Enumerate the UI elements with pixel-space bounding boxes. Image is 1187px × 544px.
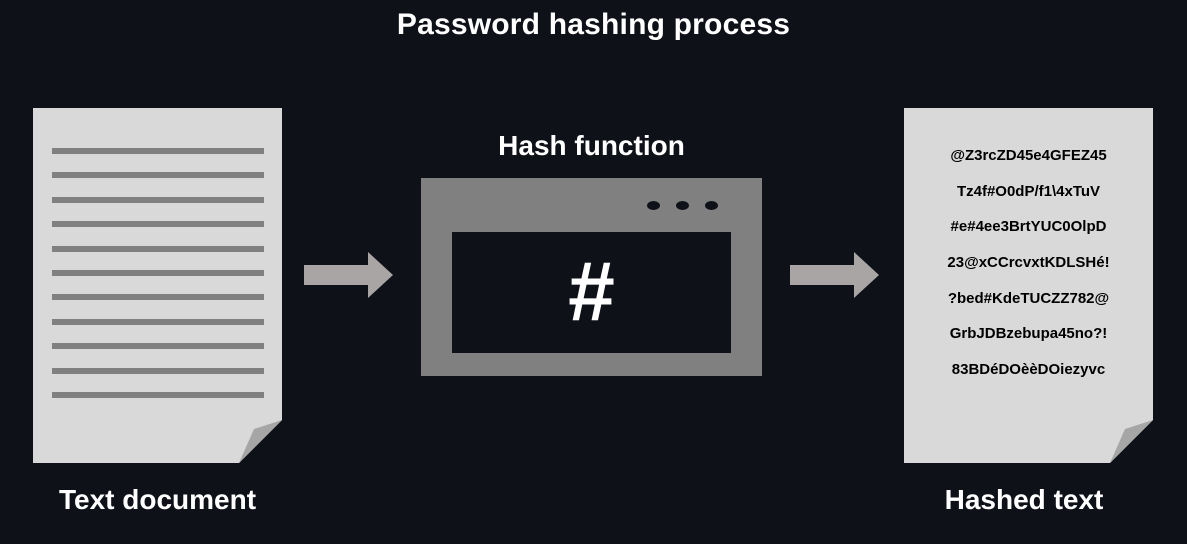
document-text-line xyxy=(52,391,264,398)
hashed-text-caption: Hashed text xyxy=(944,484,1104,515)
window-dot xyxy=(705,201,718,210)
hashed-text-line: 23@xCCrcvxtKDLSHé! xyxy=(947,254,1110,272)
document-text-line xyxy=(52,343,264,350)
hashed-text-line: #e#4ee3BrtYUC0OlpD xyxy=(950,218,1107,236)
hash-function-caption: Hash function xyxy=(498,130,685,161)
diagram-title: Password hashing process xyxy=(396,8,791,41)
window-dot xyxy=(647,201,660,210)
hash-function-screen: # xyxy=(452,232,731,353)
hashed-text-line: GrbJDBzebupa45no?! xyxy=(949,325,1108,343)
document-text-line xyxy=(52,294,264,301)
document-text-line xyxy=(52,318,264,325)
hashed-text-line: @Z3rcZD45e4GFEZ45 xyxy=(950,147,1107,164)
text-document-icon xyxy=(33,108,282,463)
hash-function-window: # xyxy=(421,178,762,376)
arrow-right-icon xyxy=(790,252,879,298)
hash-symbol-icon: # xyxy=(568,244,615,338)
document-text-line xyxy=(52,269,264,276)
document-text-line xyxy=(52,148,264,154)
hashed-text-line: Tz4f#O0dP/f1\4xTuV xyxy=(956,182,1101,200)
hashed-text-lines: @Z3rcZD45e4GFEZ45 Tz4f#O0dP/f1\4xTuV #e#… xyxy=(904,146,1153,396)
hashed-document-icon: @Z3rcZD45e4GFEZ45 Tz4f#O0dP/f1\4xTuV #e#… xyxy=(904,108,1153,463)
document-text-line xyxy=(52,245,264,252)
document-page-shape xyxy=(904,108,1153,463)
document-text-line xyxy=(52,367,264,374)
text-document-caption: Text document xyxy=(58,484,257,515)
document-text-line xyxy=(52,172,264,179)
document-text-line xyxy=(52,221,264,228)
document-text-line xyxy=(52,196,264,203)
document-page-shape xyxy=(33,108,282,463)
hashed-text-line: 83BDéDOèèDOiezyvc xyxy=(951,361,1106,379)
hashed-text-line: ?bed#KdeTUCZZ782@ xyxy=(947,289,1110,307)
arrow-right-icon xyxy=(304,252,393,298)
document-text-lines xyxy=(52,148,264,416)
window-dot xyxy=(676,201,689,210)
